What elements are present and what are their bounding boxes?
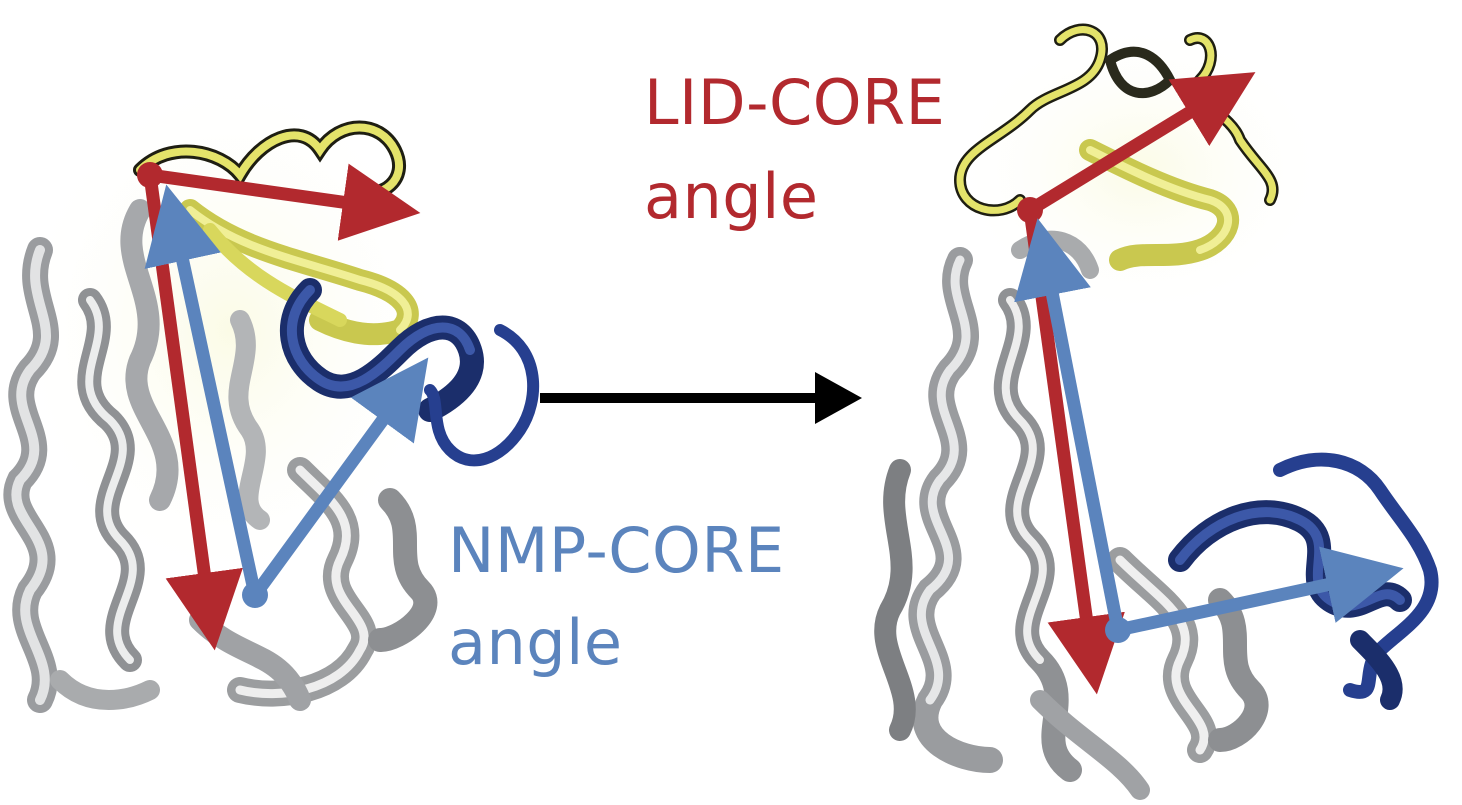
protein-closed (3, 70, 540, 713)
vectors-right (1014, 72, 1404, 695)
lid-core-angle-label: angle (644, 160, 819, 233)
core-domain-left (3, 199, 438, 713)
nmp-domain-right (1168, 452, 1439, 710)
nmp-core-origin-left (242, 582, 268, 608)
nmp-core-arrow-right (1116, 546, 1404, 637)
nmp-core-label: NMP-CORE (448, 514, 785, 587)
nmp-core-angle-label: angle (448, 606, 623, 679)
protein-open (874, 20, 1439, 800)
lid-core-label: LID-CORE (644, 66, 946, 139)
nmp-core-origin-right (1105, 617, 1131, 643)
core-arrow-left-blue (144, 184, 262, 597)
lid-core-arrow-left (149, 163, 421, 241)
lid-core-arrow-right (1026, 72, 1256, 216)
lid-core-origin-right (1017, 197, 1043, 223)
arrow-head-icon (815, 372, 862, 424)
transition-arrow (540, 372, 862, 424)
vectors-left (137, 162, 429, 651)
lid-core-origin-left (137, 162, 163, 188)
nmp-core-arrow-left (249, 357, 429, 599)
core-arrow-right-blue (1014, 218, 1125, 632)
